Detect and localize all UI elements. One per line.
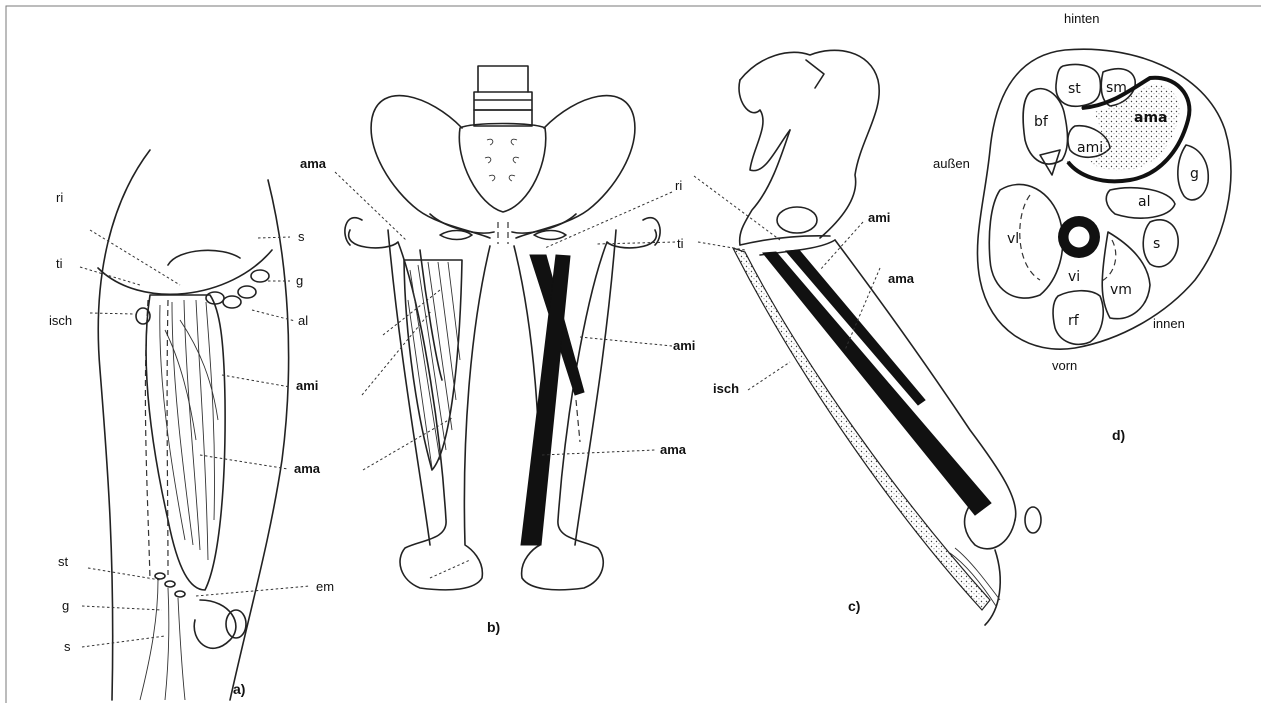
b-label-ri: ri (675, 178, 682, 193)
b-label-ama-top: ama (300, 156, 327, 171)
a-label-ri: ri (56, 190, 63, 205)
d-muscle-bf: bf (1034, 114, 1049, 130)
panel-c-caption: c) (848, 598, 860, 614)
a-label-ti: ti (56, 256, 63, 271)
d-orientation-bottom: vorn (1052, 358, 1077, 373)
d-muscle-g: g (1190, 166, 1199, 182)
d-muscle-s: s (1153, 236, 1160, 252)
d-muscle-vi: vi (1068, 269, 1080, 285)
panel-d-drawing (977, 49, 1230, 349)
a-label-em: em (316, 579, 334, 594)
d-muscle-vl: vl (1007, 231, 1019, 247)
panel-c-drawing (694, 50, 1041, 625)
a-label-st: st (58, 554, 69, 569)
b-label-ti: ti (677, 236, 684, 251)
a-label-g-bottom: g (62, 598, 69, 613)
b-label-ama-right: ama (660, 442, 687, 457)
c-label-ama: ama (888, 271, 915, 286)
a-label-isch: isch (49, 313, 72, 328)
d-muscle-rf: rf (1068, 313, 1080, 329)
a-label-ama: ama (294, 461, 321, 476)
panel-d-caption: d) (1112, 427, 1125, 443)
a-label-ami: ami (296, 378, 318, 393)
panel-a-drawing (80, 150, 310, 700)
a-label-s-top: s (298, 229, 305, 244)
d-muscle-sm: sm (1106, 80, 1127, 96)
panel-b-caption: b) (487, 619, 500, 635)
a-label-s-bottom: s (64, 639, 71, 654)
d-orientation-right: innen (1153, 316, 1185, 331)
figure-frame (6, 6, 1261, 703)
d-muscle-al: al (1138, 194, 1150, 210)
d-orientation-top: hinten (1064, 11, 1099, 26)
c-label-ami: ami (868, 210, 890, 225)
d-muscle-ama: ama (1134, 110, 1167, 126)
a-label-g-top: g (296, 273, 303, 288)
c-label-isch: isch (713, 381, 739, 396)
d-muscle-vm: vm (1110, 282, 1132, 298)
a-label-al: al (298, 313, 308, 328)
panel-a-caption: a) (233, 681, 245, 697)
panel-b-drawing (335, 66, 675, 590)
d-muscle-st: st (1068, 81, 1081, 97)
d-orientation-left: außen (933, 156, 970, 171)
b-label-ami: ami (673, 338, 695, 353)
d-muscle-ami: ami (1077, 140, 1103, 156)
